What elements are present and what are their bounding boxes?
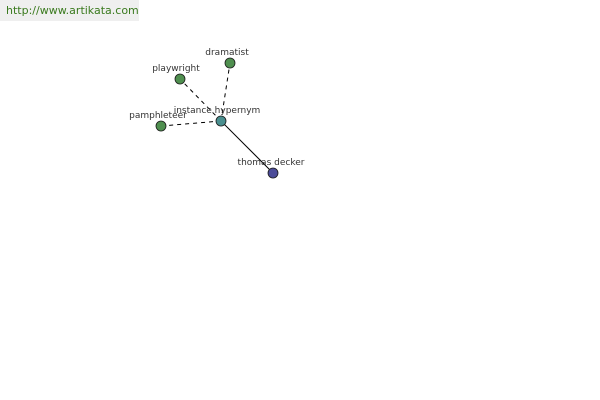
edge-hub-playwright <box>179 78 222 122</box>
node-playwright[interactable] <box>174 73 186 85</box>
node-label-hub: instance hypernym <box>174 106 261 116</box>
node-dramatist[interactable] <box>224 57 236 69</box>
node-thomas[interactable] <box>267 167 279 179</box>
node-hub[interactable] <box>215 115 227 127</box>
site-url-link[interactable]: http://www.artikata.com <box>0 0 139 21</box>
edge-hub-thomas <box>220 120 274 174</box>
edge-hub-dramatist <box>220 62 231 122</box>
edge-hub-pamphleteer <box>160 120 222 127</box>
node-label-playwright: playwright <box>152 64 200 74</box>
node-label-pamphleteer: pamphleteer <box>129 111 187 121</box>
nodes-layer <box>155 57 279 179</box>
node-pamphleteer[interactable] <box>155 120 167 132</box>
edges-layer <box>160 62 274 174</box>
node-label-dramatist: dramatist <box>205 48 249 58</box>
node-label-thomas: thomas decker <box>238 158 305 168</box>
